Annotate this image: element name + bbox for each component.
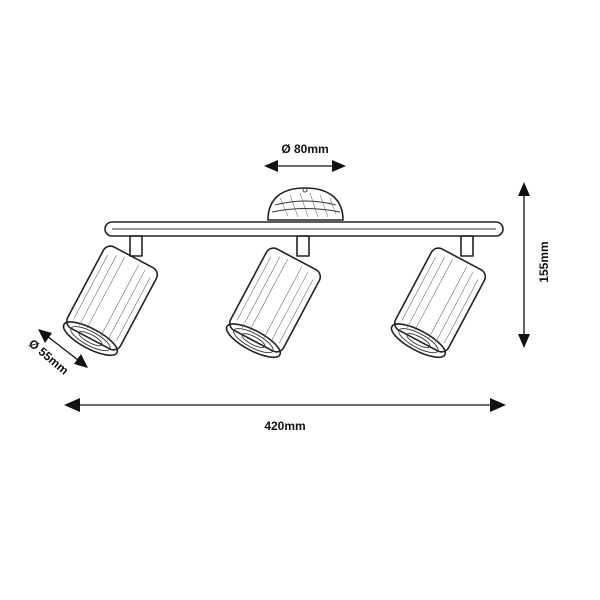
mounting-bar: [104, 221, 504, 237]
height-dimension: 155mm: [518, 182, 551, 348]
height-label: 155mm: [537, 241, 551, 282]
width-dimension: 420mm: [64, 398, 506, 433]
ceiling-canopy: [267, 187, 344, 221]
head-diameter-label: Ø 55mm: [26, 336, 71, 377]
spotlight-head-left: [62, 235, 159, 357]
width-label: 420mm: [264, 419, 305, 433]
canopy-diameter-dimension: Ø 80mm: [264, 142, 346, 172]
canopy-diameter-label: Ø 80mm: [281, 142, 328, 156]
spotlight-head-right: [390, 235, 487, 359]
spotlight-head-center: [225, 235, 322, 359]
head-diameter-dimension: Ø 55mm: [26, 329, 88, 378]
